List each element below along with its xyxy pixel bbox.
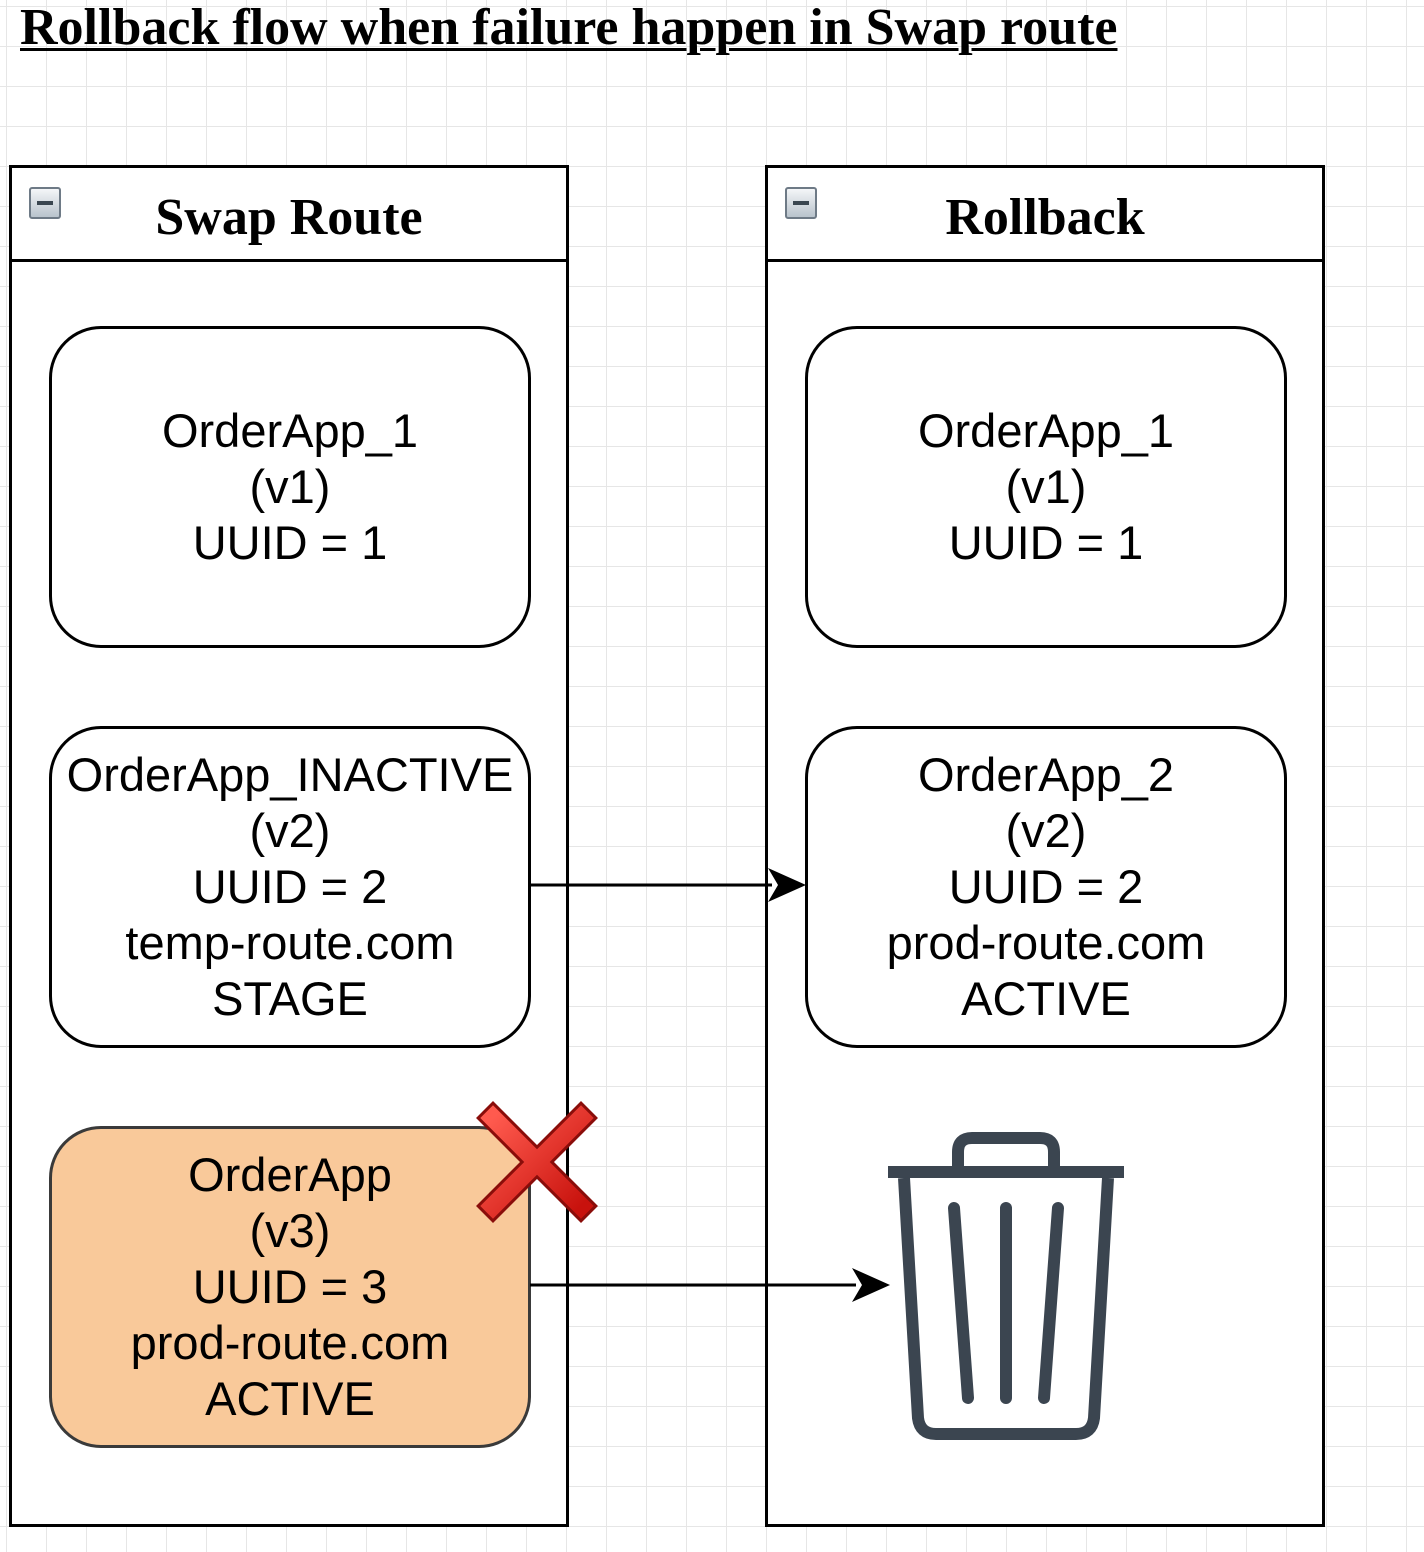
node-line: temp-route.com (125, 916, 455, 969)
node-line: UUID = 2 (948, 860, 1144, 913)
node-line: (v3) (249, 1204, 331, 1257)
node-line: prod-route.com (130, 1316, 450, 1369)
node-line: UUID = 1 (192, 516, 388, 569)
node-orderapp-1-v1[interactable]: OrderApp_1 (v1) UUID = 1 (49, 326, 531, 648)
node-orderapp-2-v2[interactable]: OrderApp_2 (v2) UUID = 2 prod-route.com … (805, 726, 1287, 1048)
node-line: UUID = 1 (948, 516, 1144, 569)
node-line: STAGE (212, 972, 368, 1025)
arrow-promote-v2 (530, 868, 806, 902)
lane-title: Swap Route (155, 189, 423, 246)
lane-title: Rollback (945, 189, 1145, 246)
node-orderapp-inactive-v2[interactable]: OrderApp_INACTIVE (v2) UUID = 2 temp-rou… (49, 726, 531, 1048)
lane-header: Swap Route (12, 168, 566, 262)
node-line: (v1) (1005, 460, 1087, 513)
node-line: ACTIVE (205, 1372, 375, 1425)
node-line: UUID = 3 (192, 1260, 388, 1313)
node-line: OrderApp (188, 1148, 392, 1201)
node-line: OrderApp_1 (161, 404, 419, 457)
trash-icon (888, 1132, 1124, 1440)
node-line: (v1) (249, 460, 331, 513)
node-line: (v2) (249, 804, 331, 857)
node-orderapp-1-v1-rollback[interactable]: OrderApp_1 (v1) UUID = 1 (805, 326, 1287, 648)
node-line: OrderApp_INACTIVE (66, 748, 514, 801)
node-line: ACTIVE (961, 972, 1131, 1025)
node-orderapp-v3-failed[interactable]: OrderApp (v3) UUID = 3 prod-route.com AC… (49, 1126, 531, 1448)
red-x-icon (476, 1101, 598, 1223)
node-line: OrderApp_2 (917, 748, 1175, 801)
diagram-title: Rollback flow when failure happen in Swa… (20, 0, 1118, 56)
arrow-delete-v3 (530, 1268, 890, 1302)
node-line: prod-route.com (886, 916, 1206, 969)
node-line: OrderApp_1 (917, 404, 1175, 457)
node-line: (v2) (1005, 804, 1087, 857)
lane-swap-route: Swap Route OrderApp_1 (v1) UUID = 1 Orde… (9, 165, 569, 1527)
node-line: UUID = 2 (192, 860, 388, 913)
lane-rollback: Rollback OrderApp_1 (v1) UUID = 1 OrderA… (765, 165, 1325, 1527)
lane-header: Rollback (768, 168, 1322, 262)
collapse-icon[interactable] (29, 187, 61, 219)
collapse-icon[interactable] (785, 187, 817, 219)
